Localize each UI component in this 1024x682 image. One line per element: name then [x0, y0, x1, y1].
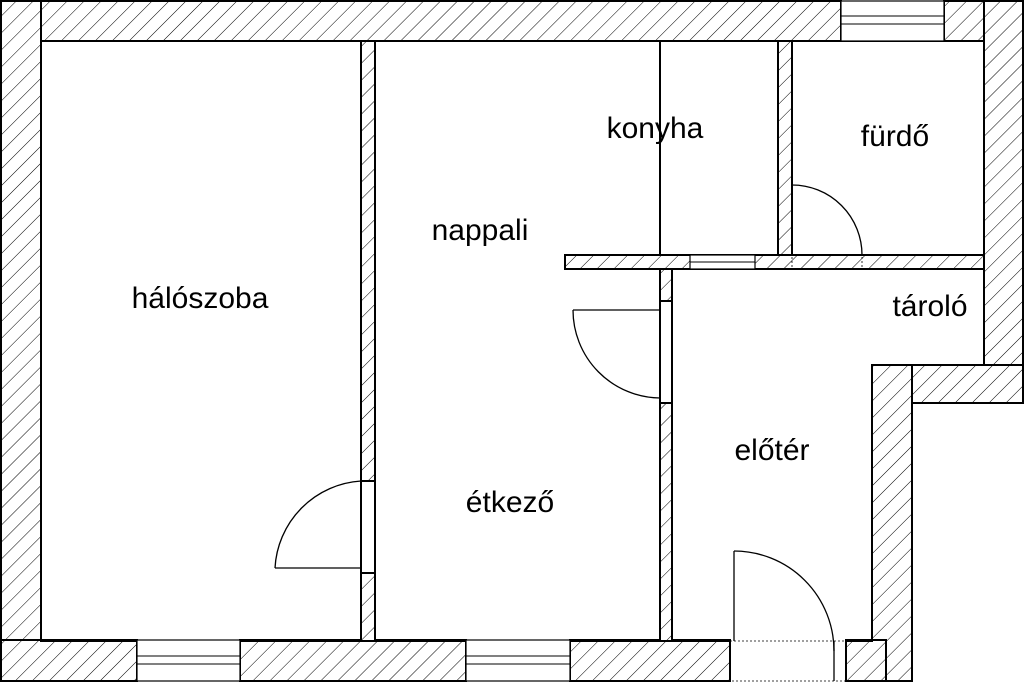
wall-partition-hall-lower [659, 402, 673, 642]
label-haloszoba: hálószoba [132, 282, 269, 315]
window-kitchen-partition [689, 254, 756, 270]
wall-bottom-2 [239, 639, 467, 682]
wall-right-lower-vertical [871, 364, 913, 682]
wall-partition-hall-upper [659, 268, 673, 302]
hall-outline-right [846, 365, 873, 642]
wall-partition-bedroom [360, 40, 376, 482]
hall-outline [671, 269, 730, 642]
doors [274, 184, 863, 682]
bedroom-outline [40, 40, 362, 642]
label-etkezo: étkező [466, 486, 554, 519]
kitchen-outline [565, 41, 779, 256]
wall-right-lower [909, 364, 1024, 404]
label-eloter: előtér [734, 434, 809, 467]
label-furdo: fürdő [861, 120, 929, 153]
windows [136, 0, 945, 682]
label-tarolo: tároló [892, 290, 967, 323]
window-bottom-living [465, 639, 571, 682]
wall-left [0, 0, 42, 682]
wall-partition-bedroom-lower [360, 572, 376, 642]
label-konyha: konyha [607, 112, 704, 145]
wall-partition-horizontal [564, 254, 985, 270]
wall-bottom-4 [845, 639, 887, 682]
wall-bottom-1 [0, 639, 138, 682]
door-bath [791, 184, 863, 270]
label-nappali: nappali [432, 214, 529, 247]
wall-top-left [0, 0, 842, 42]
wall-right-upper [983, 0, 1024, 404]
window-top-right [840, 0, 945, 42]
wall-partition-kitchen-bath [777, 40, 793, 267]
room-labels: hálószoba nappali konyha fürdő étkező tá… [132, 112, 968, 519]
window-bottom-bedroom [136, 639, 241, 682]
door-entrance [729, 550, 847, 682]
door-dining [572, 300, 673, 404]
wall-bottom-3 [569, 639, 731, 682]
room-outlines [40, 40, 985, 642]
door-bedroom [274, 480, 376, 574]
